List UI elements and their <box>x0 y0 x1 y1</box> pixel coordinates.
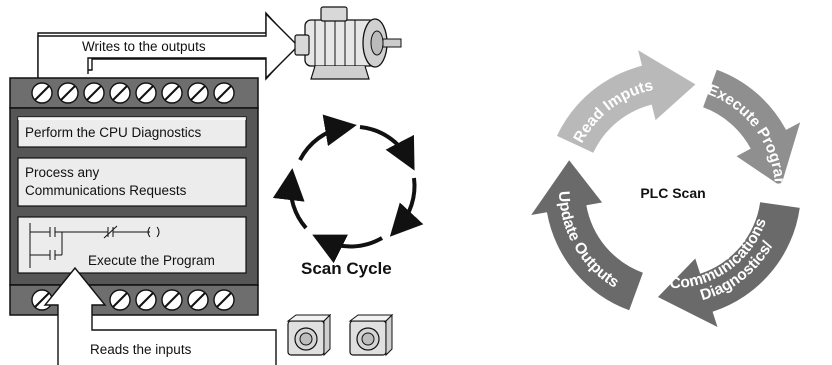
terminal-screw-icon <box>57 82 79 104</box>
reads-inputs-label: Reads the inputs <box>90 342 192 357</box>
motor-icon <box>294 6 402 80</box>
panel-3-text: Execute the Program <box>88 253 215 268</box>
terminal-screw-icon <box>213 82 235 104</box>
plc-scan-center-label: PLC Scan <box>640 185 705 201</box>
panel-2-line1: Process any <box>25 165 100 180</box>
communications-panel: Process any Communications Requests <box>17 157 247 207</box>
cpu-diagnostics-panel: Perform the CPU Diagnostics <box>17 116 247 148</box>
panel-1-text: Perform the CPU Diagnostics <box>25 125 202 140</box>
inputs-arrow: Reads the inputs <box>43 266 277 365</box>
terminal-screw-icon <box>109 289 131 311</box>
terminal-screw-icon <box>135 289 157 311</box>
terminal-screw-icon <box>31 82 235 311</box>
cycle-arrow-3 <box>657 202 800 327</box>
execute-program-panel: Execute the Program <box>17 216 247 274</box>
cycle-arrow-1 <box>556 50 696 153</box>
ladder-logic-icon <box>29 223 160 268</box>
terminal-screw-icon <box>31 82 53 104</box>
terminal-screw-icon <box>187 82 209 104</box>
terminal-screw-icon <box>213 289 235 311</box>
cycle-arrow-2 <box>703 69 801 187</box>
pushbutton-icon <box>286 313 394 357</box>
writes-outputs-label: Writes to the outputs <box>82 39 206 54</box>
scan-cycle-label: Scan Cycle <box>301 259 392 278</box>
plc-illustration: Writes to the outputs <box>9 6 424 365</box>
cycle-arrow-4 <box>531 160 643 311</box>
terminal-screw-icon <box>83 82 105 104</box>
scan-cycle-arrows <box>272 114 424 264</box>
outputs-arrow: Writes to the outputs <box>37 11 299 81</box>
terminal-screw-icon <box>187 289 209 311</box>
panel-2-line2: Communications Requests <box>25 183 187 198</box>
terminal-screw-icon <box>161 82 183 104</box>
terminal-screw-icon <box>109 82 131 104</box>
terminal-screw-icon <box>135 82 157 104</box>
terminal-screw-icon <box>161 289 183 311</box>
